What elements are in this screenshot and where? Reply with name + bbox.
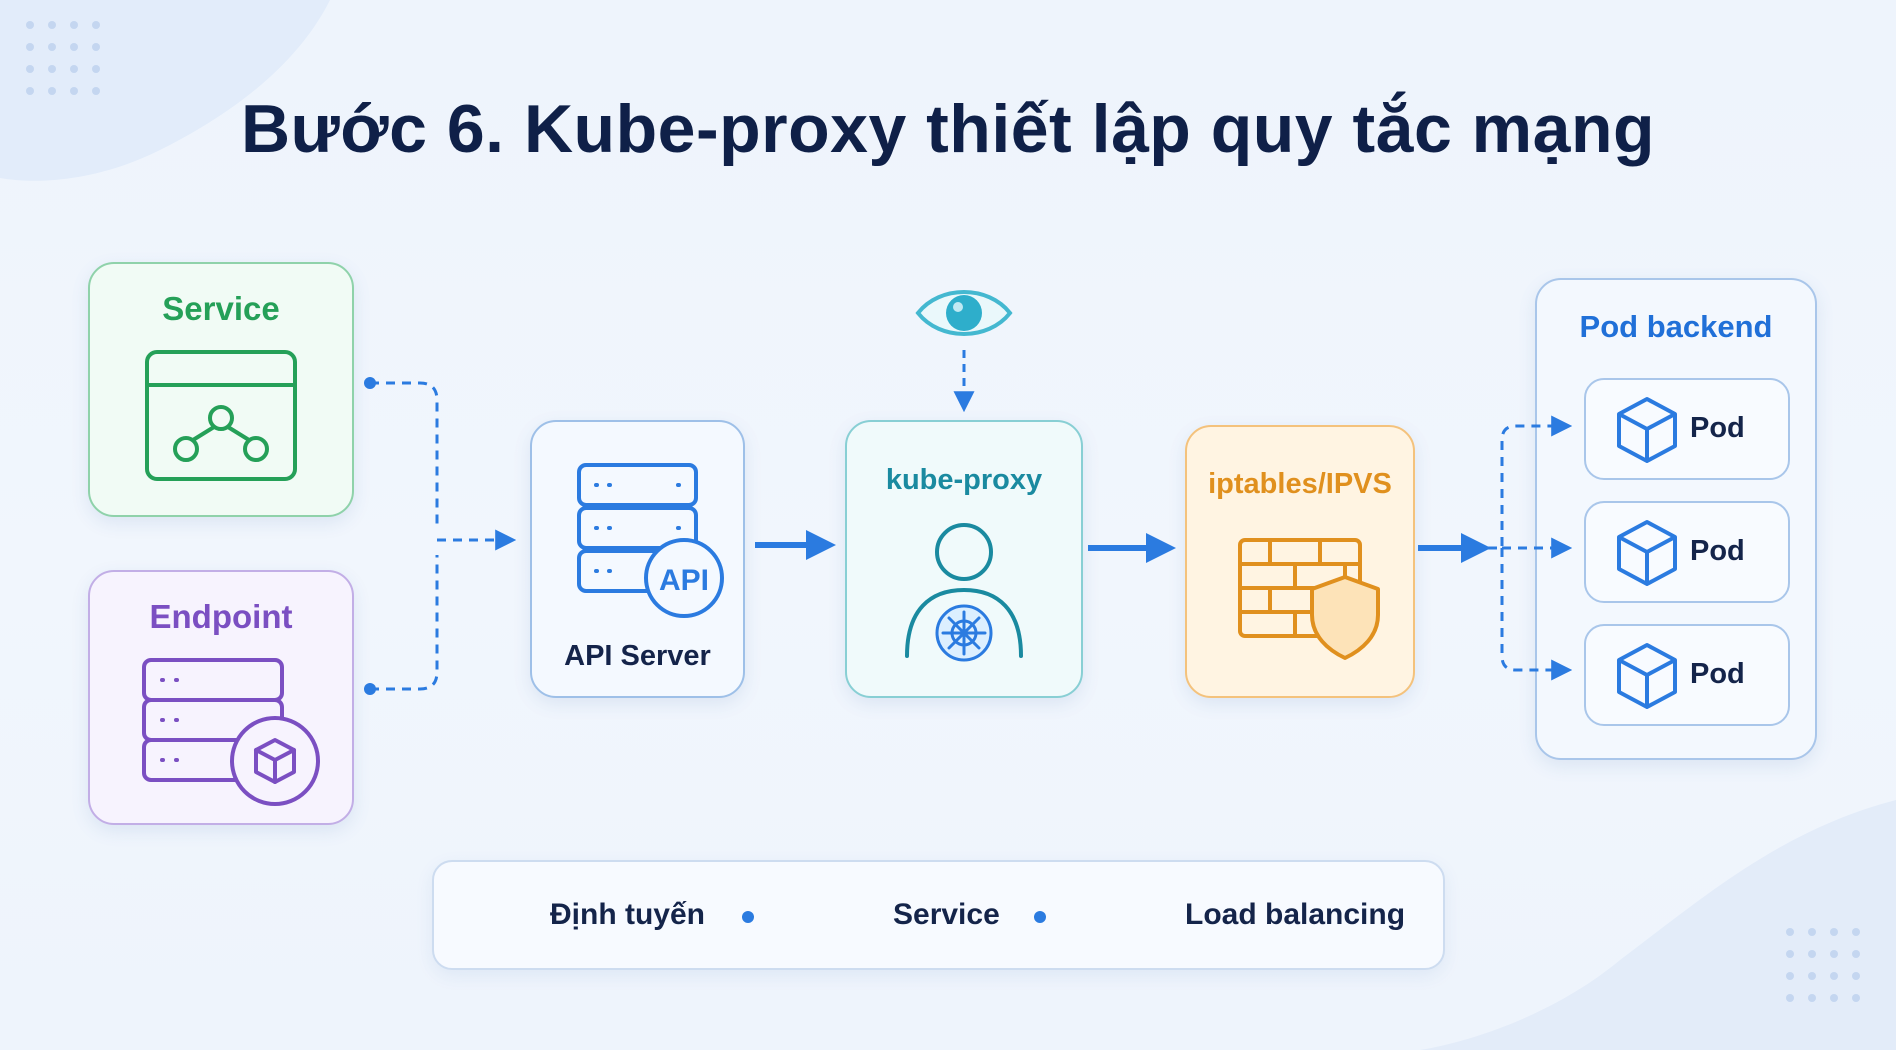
- firewall-shield-icon: [1238, 538, 1380, 660]
- endpoint-connector-dot: [364, 683, 376, 695]
- kube-proxy-person-icon: [905, 523, 1023, 658]
- dot-grid-top-left: [26, 21, 100, 95]
- iptables-card: [1185, 425, 1415, 698]
- dot-grid-bottom-right: [1786, 928, 1860, 1002]
- legend-load-balancing: Load balancing: [1185, 898, 1406, 931]
- pod-label-1: Pod: [1690, 412, 1745, 444]
- legend-bar: [432, 860, 1445, 970]
- page-title: Bước 6. Kube-proxy thiết lập quy tắc mạn…: [240, 91, 1656, 167]
- legend-separator-dot: [742, 911, 754, 923]
- kubernetes-helm-icon: [935, 604, 993, 662]
- api-badge-text: API: [659, 564, 709, 597]
- legend-service: Service: [893, 898, 1000, 931]
- pod-label-3: Pod: [1690, 658, 1745, 690]
- pod-cube-icon-1: [1617, 397, 1677, 463]
- pod-backend-label: Pod backend: [1579, 309, 1773, 344]
- service-label: Service: [162, 290, 280, 327]
- service-to-api-connector: [370, 381, 439, 525]
- service-card: [88, 262, 354, 517]
- api-server-label: API Server: [564, 640, 711, 672]
- iptables-label: iptables/IPVS: [1208, 468, 1392, 500]
- api-server-icon: [577, 463, 724, 618]
- service-window-icon: [145, 350, 297, 481]
- endpoint-to-api-connector: [370, 555, 439, 691]
- endpoint-label: Endpoint: [149, 598, 293, 635]
- eye-icon: [915, 290, 1013, 336]
- pod-fanout-connectors: [1488, 415, 1573, 681]
- pod-label-2: Pod: [1690, 535, 1745, 567]
- kube-proxy-label: kube-proxy: [885, 464, 1043, 496]
- pod-cube-icon-3: [1617, 643, 1677, 709]
- endpoint-server-icon: [142, 658, 320, 806]
- service-connector-dot: [364, 377, 376, 389]
- pod-cube-icon-2: [1617, 520, 1677, 586]
- legend-separator-dot: [1034, 911, 1046, 923]
- legend-routing: Định tuyến: [550, 898, 705, 931]
